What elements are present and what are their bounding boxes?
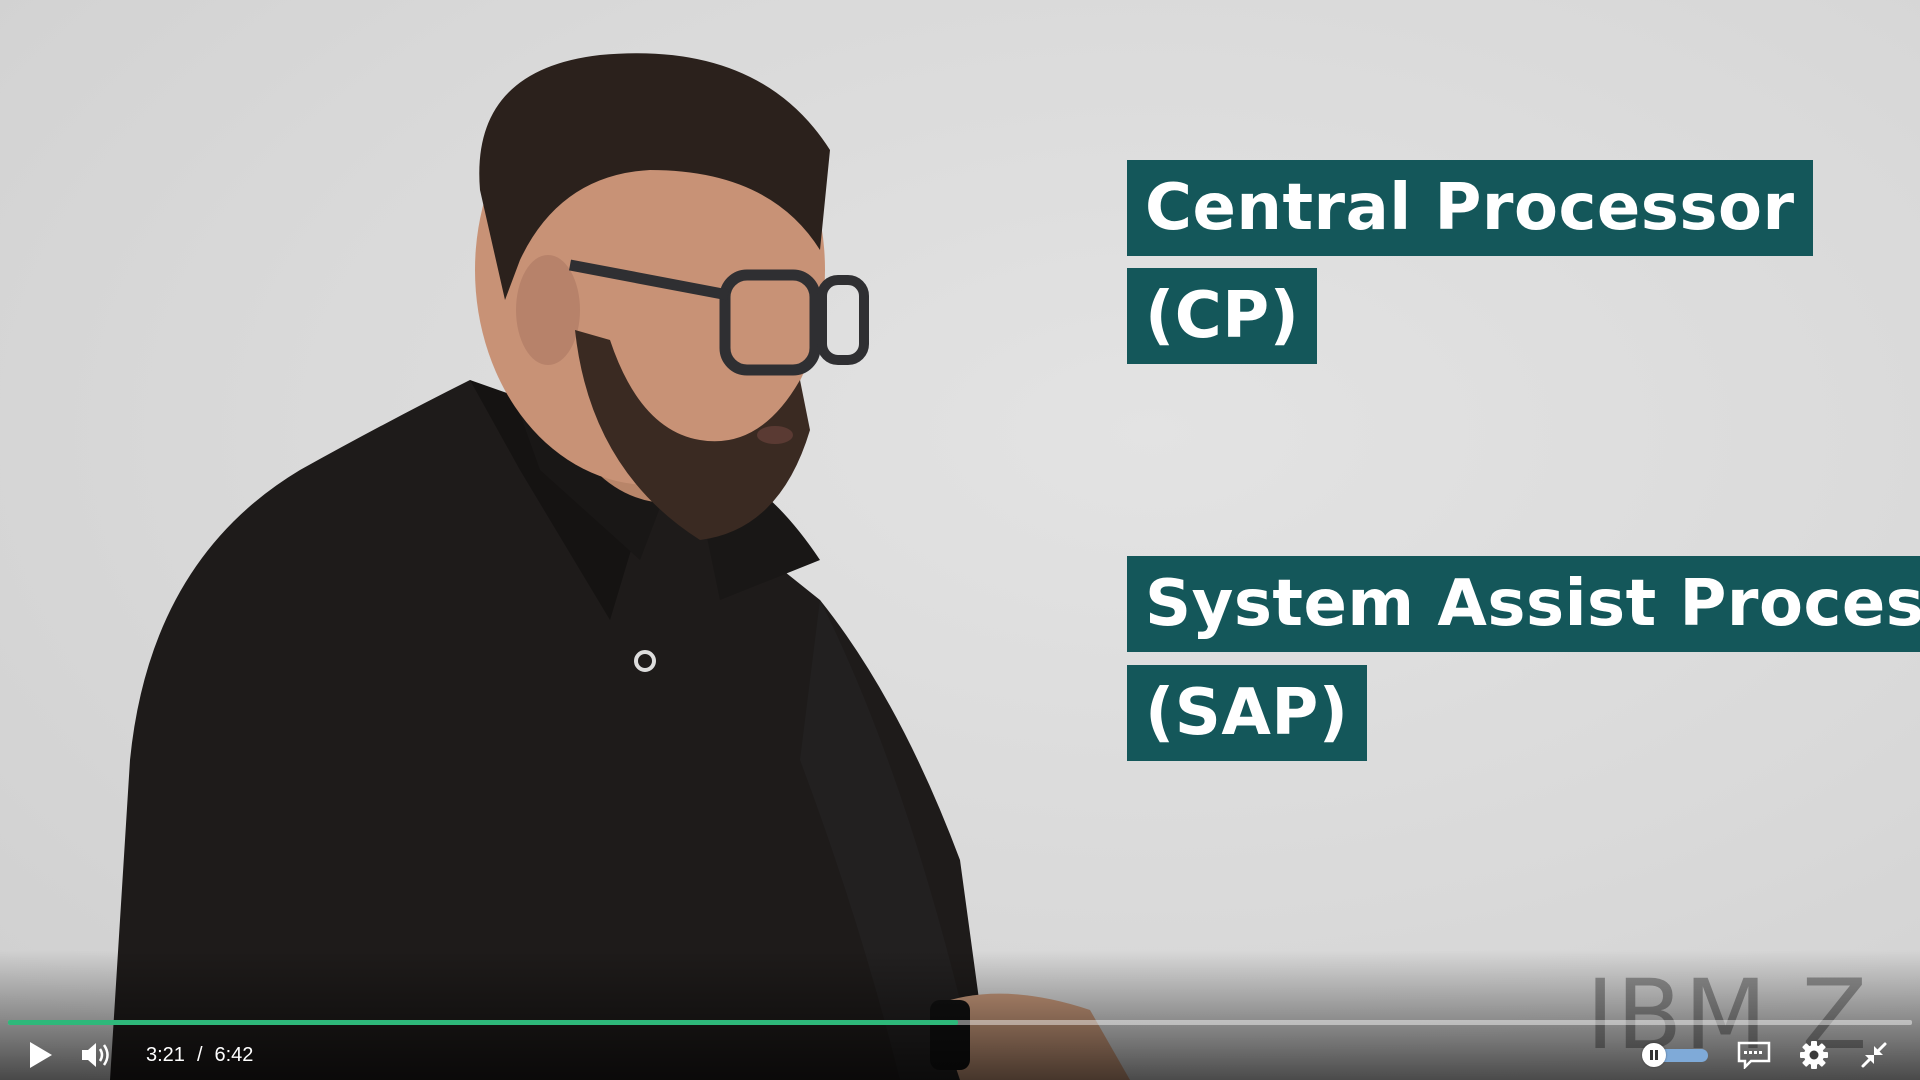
controls-gradient [0,950,1920,1080]
exit-fullscreen-icon [1861,1042,1887,1068]
overlay-label-cp: (CP) [1127,268,1318,364]
play-button[interactable] [18,1033,62,1077]
play-icon [30,1042,52,1068]
current-time: 3:21 [146,1043,185,1066]
captions-button[interactable] [1732,1033,1776,1077]
overlay-label-system-assist-processor: System Assist Processor [1127,556,1920,652]
seek-bar-progress [8,1020,958,1025]
overlay-label-central-processor: Central Processor [1127,160,1813,256]
toggle-track [1652,1049,1708,1062]
volume-icon [82,1043,109,1067]
autoplay-pause-toggle[interactable] [1642,1043,1708,1067]
exit-fullscreen-button[interactable] [1852,1033,1896,1077]
overlay-label-sap: (SAP) [1127,665,1367,761]
captions-icon [1737,1041,1771,1069]
duration: 6:42 [214,1043,254,1066]
seek-bar[interactable] [8,1020,1912,1025]
gear-icon [1800,1041,1828,1069]
volume-button[interactable] [74,1033,118,1077]
time-separator: / [196,1043,203,1066]
control-bar: 3:21 / 6:42 [0,1030,1920,1080]
pause-icon [1642,1043,1666,1067]
settings-button[interactable] [1792,1033,1836,1077]
time-display: 3:21 / 6:42 [146,1044,253,1067]
